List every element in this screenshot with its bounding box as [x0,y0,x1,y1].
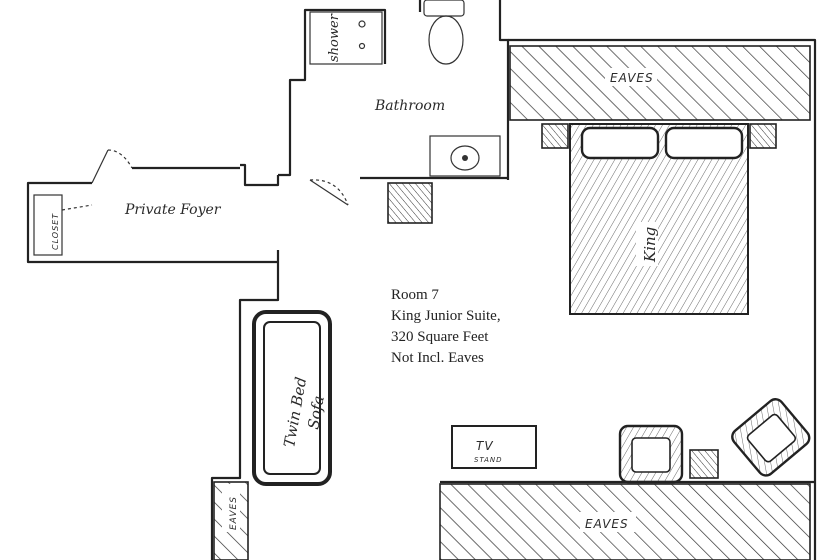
room-number: Room 7 [391,287,439,303]
closet-label: CLOSET [51,213,60,250]
bathroom-label: Bathroom [374,98,445,114]
room-area: 320 Square Feet [391,329,489,345]
walls [26,0,817,560]
toilet [423,0,465,65]
bathroom-cabinet [387,182,433,224]
sink [429,135,501,177]
bathroom-door [309,179,349,206]
bathroom-door-swing [309,179,349,206]
foyer-label: Private Foyer [124,202,222,218]
eaves-top [509,45,811,121]
tv-label-line2: STAND [474,456,503,464]
eaves-bottom-label: EAVES [585,517,629,531]
king-bed [541,123,777,315]
closet [33,149,133,256]
room-type: King Junior Suite, [391,308,501,324]
tv-stand [451,425,537,469]
shower [309,11,383,65]
eaves-top-label: EAVES [610,71,654,85]
twin-bed-sofa [252,310,332,486]
shower-label: shower [327,13,342,62]
armchair-right [731,398,811,477]
sofa-label-line2: Sofa [304,394,328,430]
tv-label-line1: TV [476,439,494,453]
armchair-left [618,424,684,484]
eaves-left-label: EAVES [229,496,239,530]
room-area-note: Not Incl. Eaves [391,350,484,366]
side-table [689,449,719,479]
bed-label: King [641,227,659,263]
